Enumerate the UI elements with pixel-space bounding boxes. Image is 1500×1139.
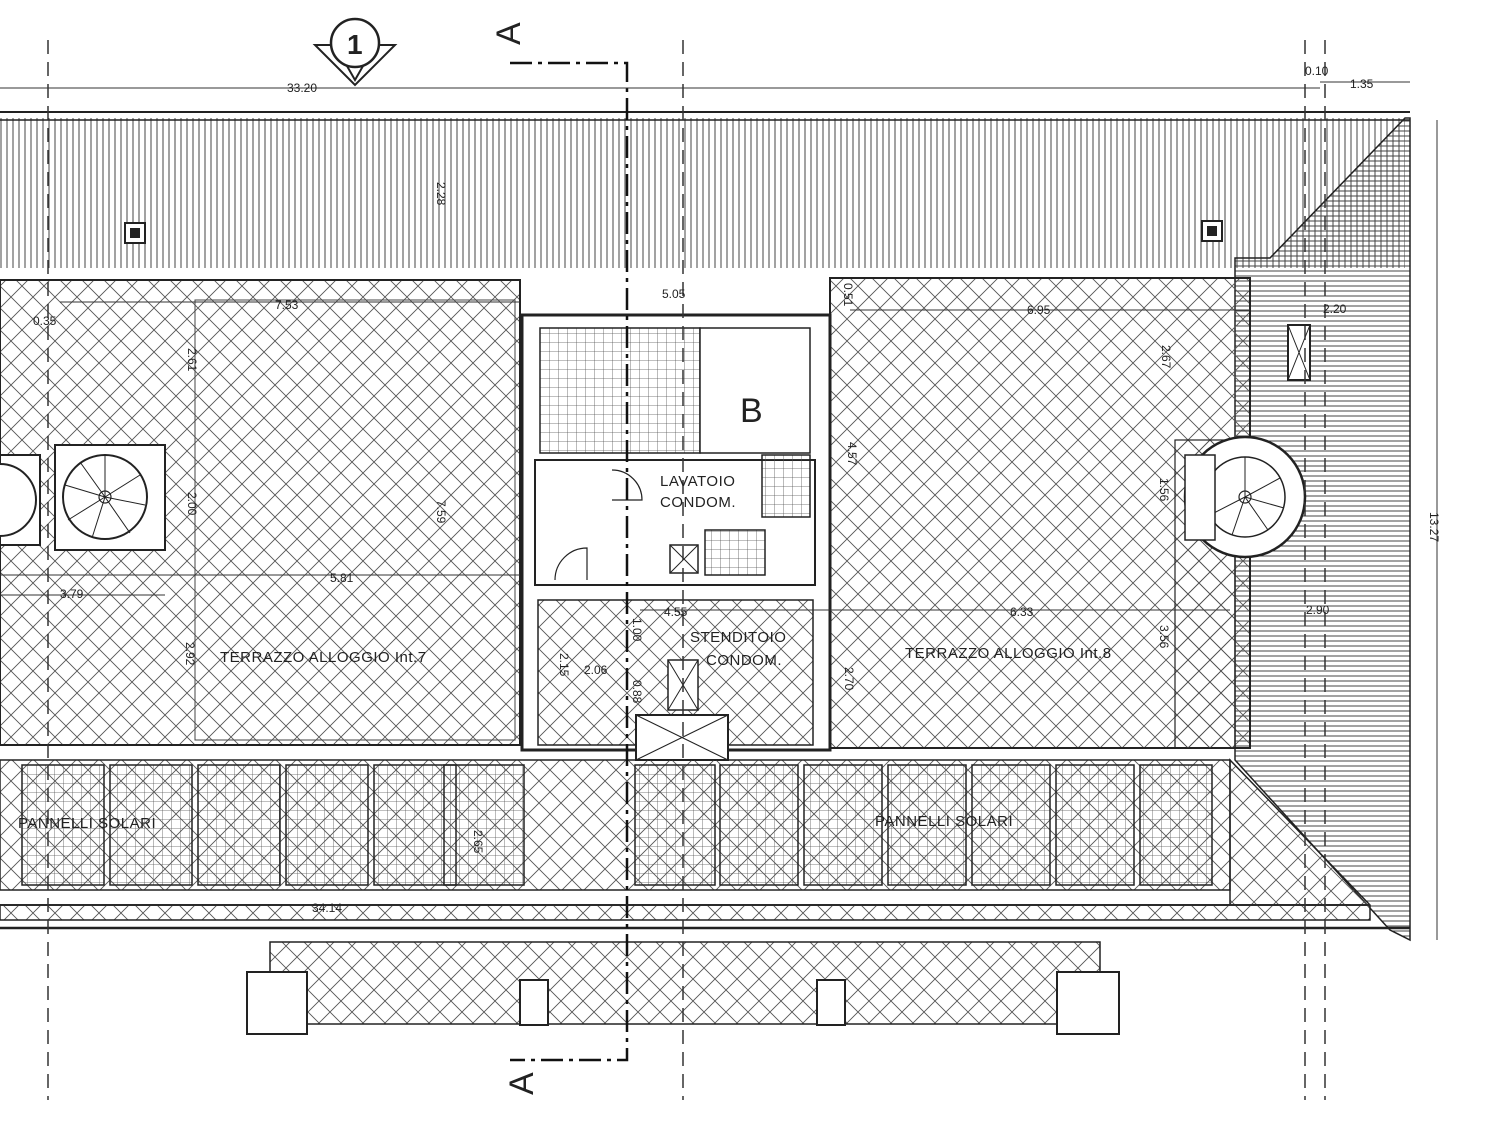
- label-terrace-right: TERRAZZO ALLOGGIO Int.8: [905, 645, 1112, 662]
- dim-379: 3.79: [60, 587, 84, 601]
- solar-panels-left: [21, 764, 525, 886]
- view-marker-number: 1: [347, 29, 363, 60]
- solar-band: [0, 758, 1410, 930]
- label-stenditoio-2: CONDOM.: [706, 652, 782, 669]
- vent-right: [1287, 324, 1311, 381]
- label-solar-left: PANNELLI SOLARI: [18, 815, 156, 832]
- dimension-lines: [0, 81, 1438, 940]
- solar-panels-right: [634, 764, 1213, 886]
- dim-206: 2.06: [584, 663, 608, 677]
- dim-759: 7.59: [434, 500, 448, 524]
- section-marker-top: A: [490, 22, 528, 45]
- dim-200: 2.00: [185, 492, 199, 516]
- dim-top-small: 0.10: [1305, 64, 1329, 78]
- roof-band-top: [0, 111, 1410, 268]
- dim-695: 6.95: [1027, 303, 1051, 317]
- dim-100: 1.00: [630, 618, 644, 642]
- dim-505: 5.05: [662, 287, 686, 301]
- dim-051: 0.51: [841, 283, 855, 307]
- chimney-icons: [124, 220, 1223, 244]
- dim-753: 7.53: [275, 298, 299, 312]
- dim-581: 5.81: [330, 571, 354, 585]
- label-lavatoio-1: LAVATOIO: [660, 473, 735, 490]
- dim-top-total: 33.20: [287, 81, 317, 95]
- central-core: [520, 313, 832, 761]
- view-marker: 1: [312, 17, 398, 87]
- section-letter-bottom: A: [503, 1072, 541, 1095]
- dim-215: 2.15: [557, 653, 571, 677]
- label-terrace-left: TERRAZZO ALLOGGIO Int.7: [220, 649, 427, 666]
- grid-axes: [47, 40, 1326, 1100]
- dim-290: 2.90: [1306, 603, 1330, 617]
- dim-035: 0.35: [33, 314, 57, 328]
- dim-156: 1.56: [1157, 478, 1171, 502]
- dim-270: 2.70: [842, 667, 856, 691]
- dimension-labels: 33.20 0.10 1.35 2.28 7.53 5.05 0.51 6.95…: [33, 64, 1441, 915]
- lower-balcony: [246, 941, 1120, 1035]
- dim-261: 2.61: [185, 348, 199, 372]
- dim-292: 2.92: [183, 642, 197, 666]
- label-lavatoio-2: CONDOM.: [660, 494, 736, 511]
- dim-228: 2.28: [434, 182, 448, 206]
- section-letter-top: A: [490, 22, 528, 45]
- dim-265: 2.65: [471, 830, 485, 854]
- section-marker-bottom: A: [503, 1072, 541, 1095]
- section-line-a: [510, 61, 629, 1062]
- dim-220: 2.20: [1323, 302, 1347, 316]
- dim-088: 0.88: [630, 680, 644, 704]
- dim-3414: 34.14: [312, 901, 342, 915]
- terrace-right: [829, 277, 1251, 749]
- dim-1327: 13.27: [1427, 512, 1441, 542]
- spiral-stair-left: [0, 444, 166, 551]
- room-letter-b: B: [740, 392, 763, 430]
- label-stenditoio-1: STENDITOIO: [690, 629, 786, 646]
- dim-267: 2.67: [1159, 345, 1173, 369]
- spiral-stair-right: [1183, 435, 1307, 559]
- dim-457: 4.57: [845, 442, 859, 466]
- dim-356: 3.56: [1157, 625, 1171, 649]
- label-solar-right: PANNELLI SOLARI: [875, 813, 1013, 830]
- dim-633: 6.33: [1010, 605, 1034, 619]
- dim-455: 4.55: [664, 605, 688, 619]
- dim-top-right: 1.35: [1350, 77, 1374, 91]
